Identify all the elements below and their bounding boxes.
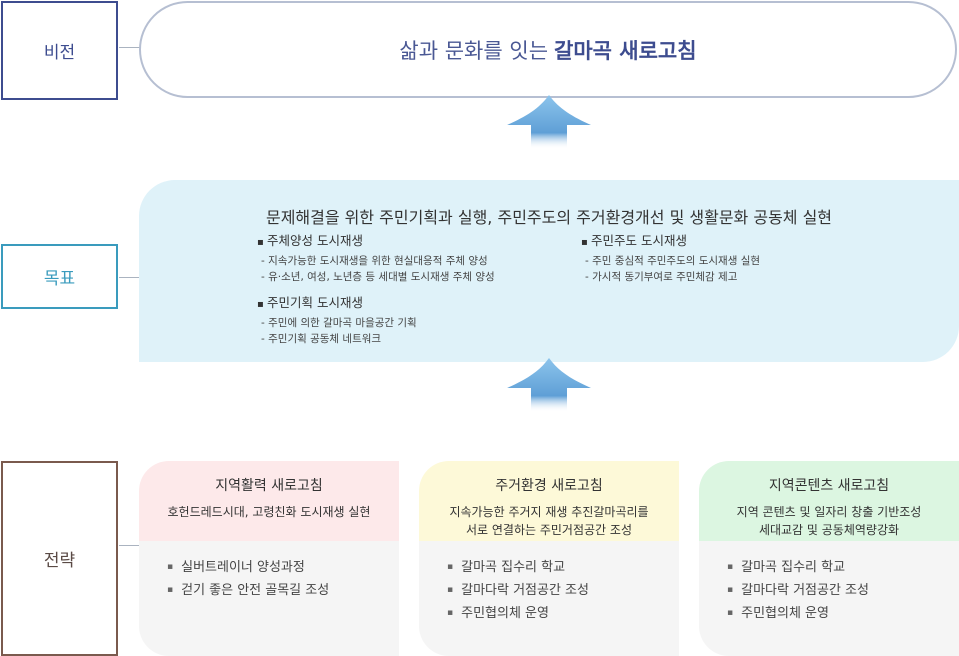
goal-panel: 문제해결을 위한 주민기획과 실행, 주민주도의 주거환경개선 및 생활문화 공… — [139, 180, 959, 362]
goal-group: 주민기획 도시재생 - 주민에 의한 갈마곡 마을공간 기획 - 주민기획 공동… — [257, 292, 417, 347]
goal-group-item: - 가시적 동기부여로 주민체감 제고 — [585, 271, 738, 283]
strategy-column: 지역활력 새로고침 호헌드레드시대, 고령친화 도시재생 실현 실버트레이너 양… — [139, 461, 399, 656]
strategy-title: 주거환경 새로고침 — [495, 478, 603, 494]
strategy-description: 서로 연결하는 주민거점공간 조성 — [465, 523, 632, 537]
goal-group-heading: 주민주도 도시재생 — [581, 230, 760, 249]
vision-connector — [119, 47, 151, 48]
strategy-column-header: 주거환경 새로고침 지속가능한 주거지 재생 추진갈마곡리를 서로 연결하는 주… — [419, 461, 679, 541]
vision-label: 비전 — [1, 1, 118, 100]
strategy-item: 걷기 좋은 안전 골목길 조성 — [167, 580, 399, 603]
strategy-description: 지속가능한 주거지 재생 추진갈마곡리를 — [449, 505, 649, 519]
strategy-title: 지역콘텐츠 새로고침 — [768, 478, 890, 494]
goal-group-item: - 지속가능한 도시재생을 위한 현실대응적 주체 양성 — [261, 255, 488, 267]
goal-group-item: - 유·소년, 여성, 노년층 등 세대별 도시재생 주체 양성 — [261, 271, 495, 283]
goal-connector — [119, 277, 151, 278]
goal-group-heading: 주체양성 도시재생 — [257, 230, 495, 249]
strategy-item: 갈마다락 거점공간 조성 — [447, 580, 679, 603]
goal-group: 주체양성 도시재생 - 지속가능한 도시재생을 위한 현실대응적 주체 양성 -… — [257, 230, 495, 285]
goal-group-item: - 주민 중심적 주민주도의 도시재생 실현 — [585, 255, 761, 267]
vision-statement: 삶과 문화를 잇는 갈마곡 새로고침 — [139, 1, 957, 98]
goal-group-item: - 주민기획 공동체 네트워크 — [261, 333, 382, 345]
goal-group-heading: 주민기획 도시재생 — [257, 292, 417, 311]
strategy-connector — [119, 545, 151, 546]
strategy-description: 세대교감 및 공동체역량강화 — [758, 523, 900, 537]
strategy-items: 실버트레이너 양성과정 걷기 좋은 안전 골목길 조성 — [139, 541, 399, 656]
strategy-column: 주거환경 새로고침 지속가능한 주거지 재생 추진갈마곡리를 서로 연결하는 주… — [419, 461, 679, 656]
strategy-description: 지역 콘텐츠 및 일자리 창출 기반조성 — [736, 505, 922, 519]
vision-statement-highlight: 갈마곡 새로고침 — [554, 38, 697, 63]
strategy-items: 갈마곡 집수리 학교 갈마다락 거점공간 조성 주민협의체 운영 — [699, 541, 959, 656]
goal-group-item: - 주민에 의한 갈마곡 마을공간 기획 — [261, 317, 417, 329]
strategy-item: 갈마곡 집수리 학교 — [447, 557, 679, 580]
strategy-column: 지역콘텐츠 새로고침 지역 콘텐츠 및 일자리 창출 기반조성 세대교감 및 공… — [699, 461, 959, 656]
goal-title: 문제해결을 위한 주민기획과 실행, 주민주도의 주거환경개선 및 생활문화 공… — [265, 208, 833, 227]
strategy-item: 갈마다락 거점공간 조성 — [727, 580, 959, 603]
strategy-item: 갈마곡 집수리 학교 — [727, 557, 959, 580]
strategy-column-header: 지역콘텐츠 새로고침 지역 콘텐츠 및 일자리 창출 기반조성 세대교감 및 공… — [699, 461, 959, 541]
strategy-item: 실버트레이너 양성과정 — [167, 557, 399, 580]
up-arrow-icon — [507, 358, 591, 412]
strategy-description: 호헌드레드시대, 고령친화 도시재생 실현 — [167, 505, 371, 519]
vision-statement-text: 삶과 문화를 잇는 — [399, 38, 549, 63]
goal-label: 목표 — [1, 244, 118, 309]
strategy-title: 지역활력 새로고침 — [215, 478, 323, 494]
strategy-column-header: 지역활력 새로고침 호헌드레드시대, 고령친화 도시재생 실현 — [139, 461, 399, 541]
strategy-items: 갈마곡 집수리 학교 갈마다락 거점공간 조성 주민협의체 운영 — [419, 541, 679, 656]
strategy-item: 주민협의체 운영 — [447, 603, 679, 626]
strategy-item: 주민협의체 운영 — [727, 603, 959, 626]
goal-group: 주민주도 도시재생 - 주민 중심적 주민주도의 도시재생 실현 - 가시적 동… — [581, 230, 760, 285]
up-arrow-icon — [507, 95, 591, 149]
strategy-label: 전략 — [1, 461, 118, 656]
